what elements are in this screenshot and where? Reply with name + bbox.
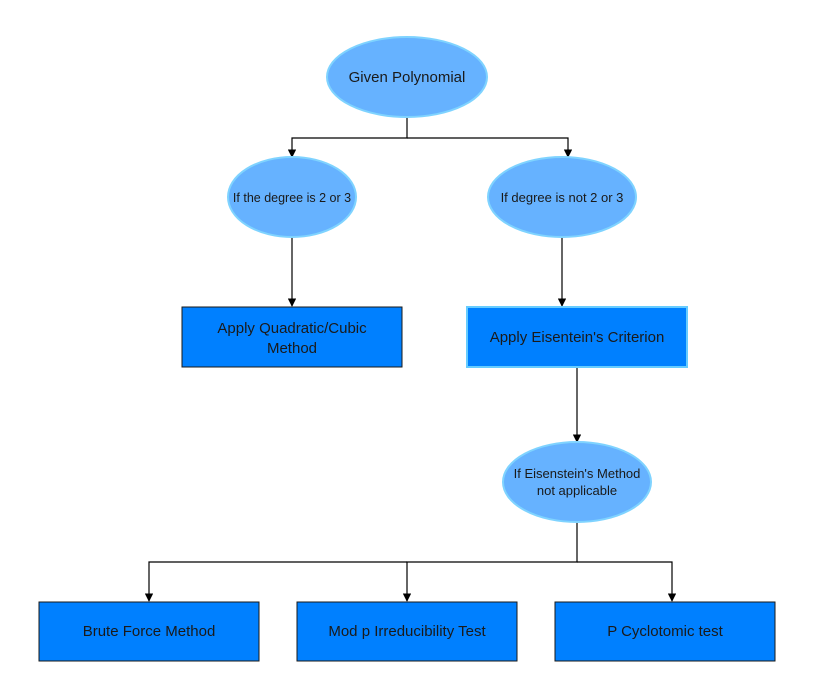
edge-notapplicable-to-modp xyxy=(402,522,578,602)
node-shape xyxy=(38,601,260,662)
node-label-line2: Method xyxy=(267,340,317,357)
edge-root-to-degnot xyxy=(407,137,573,158)
node-shape xyxy=(487,156,637,238)
node-label: Mod p Irreducibility Test xyxy=(328,623,486,640)
node-label: If degree is not 2 or 3 xyxy=(501,190,624,205)
node-label: P Cyclotomic test xyxy=(607,623,723,640)
edge-root-to-deg23 xyxy=(287,117,408,158)
node-label-line1: Apply Quadratic/Cubic xyxy=(217,320,367,337)
node-shape xyxy=(326,36,488,118)
node-shape xyxy=(181,306,403,368)
node-shape xyxy=(296,601,518,662)
node-eisenstein: Apply Eisentein's Criterion xyxy=(466,306,688,368)
node-label: Brute Force Method xyxy=(83,623,216,640)
node-shape xyxy=(554,601,776,662)
node-shape xyxy=(466,306,688,368)
node-label: If the degree is 2 or 3 xyxy=(233,191,351,205)
node-p-cyclotomic: P Cyclotomic test xyxy=(554,601,776,662)
node-label-line1: If Eisenstein's Method xyxy=(514,466,641,481)
node-label: Apply Eisentein's Criterion xyxy=(490,329,665,346)
node-degree-2-or-3: If the degree is 2 or 3 xyxy=(227,156,357,238)
node-quadratic-cubic: Apply Quadratic/Cubic Method xyxy=(181,306,403,368)
edge-notapplicable-to-cyclotomic xyxy=(577,561,677,602)
node-brute-force: Brute Force Method xyxy=(38,601,260,662)
node-given-polynomial: Given Polynomial xyxy=(326,36,488,118)
node-label-line2: not applicable xyxy=(537,483,617,498)
node-degree-not-2-or-3: If degree is not 2 or 3 xyxy=(487,156,637,238)
edges xyxy=(144,117,677,602)
edge-notapplicable-to-bruteforce xyxy=(144,561,407,602)
node-not-applicable: If Eisenstein's Method not applicable xyxy=(502,441,652,523)
node-shape xyxy=(502,441,652,523)
node-shape xyxy=(227,156,357,238)
node-label: Given Polynomial xyxy=(349,69,466,86)
node-mod-p: Mod p Irreducibility Test xyxy=(296,601,518,662)
